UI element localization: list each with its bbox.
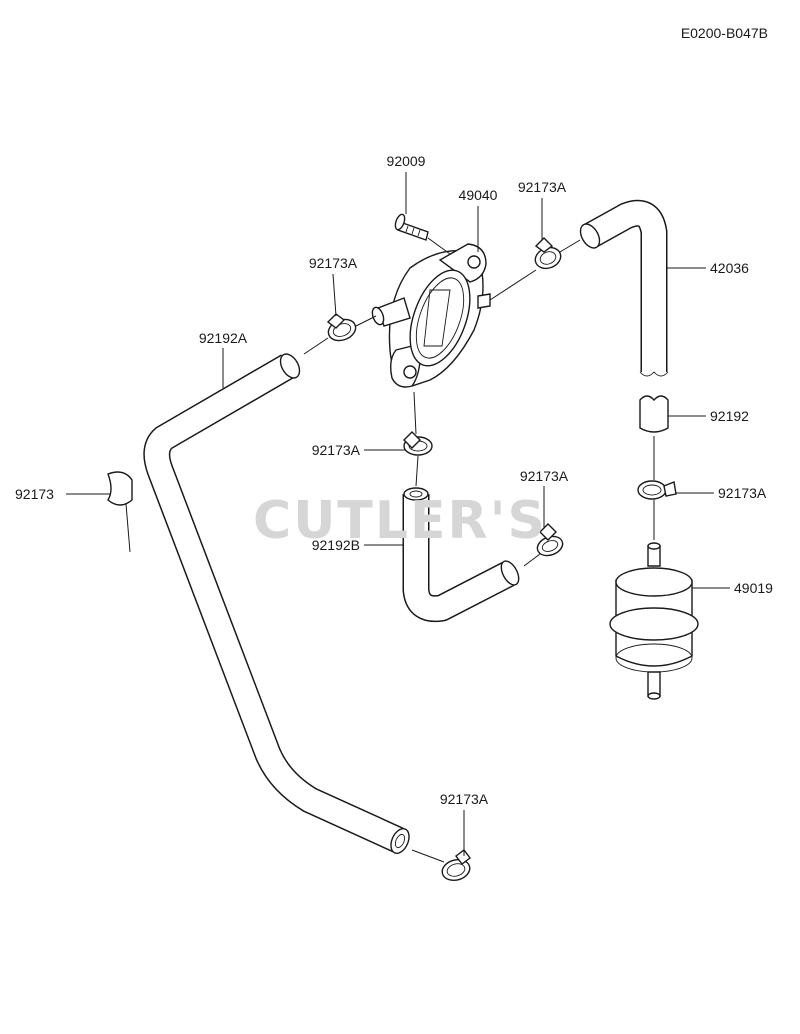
label-tank-hose: 42036 [710,260,749,276]
label-fuel-filter: 49019 [734,580,773,596]
label-clamp-hose-end: 92173A [440,791,489,807]
label-fuel-pump: 49040 [459,187,498,203]
clamp-pump-outlet [534,237,562,270]
fuel-pump-49040 [371,243,491,388]
leader-lines [66,172,730,856]
watermark: CUTLER'S [253,491,547,551]
label-clamp-pump-bottom: 92173A [312,442,361,458]
label-long-hose: 92192A [199,330,248,346]
clamp-pump-inlet [326,313,357,342]
clamp-hose-end [441,849,471,882]
elbow-hose-92192b [402,487,520,623]
short-hose-92192 [639,395,669,433]
label-clamp-pump-outlet: 92173A [518,179,567,195]
label-clamp-filter: 92173A [718,485,767,501]
clamp-pump-bottom [403,431,433,456]
label-clamp-pump-inlet: 92173A [309,255,358,271]
clamp-filter [637,480,677,500]
label-clip: 92173 [15,486,54,502]
diagram-code: E0200-B047B [681,25,768,41]
fuel-filter-49019 [609,542,699,700]
screw-92009 [394,213,429,241]
long-hose-92192a [143,353,410,855]
label-short-hose: 92192 [710,408,749,424]
alignment-lines [303,237,655,863]
label-elbow-hose: 92192B [312,537,360,553]
label-clamp-elbow-end: 92173A [520,468,569,484]
clip-92173 [107,471,133,553]
tank-hose-42036 [579,199,669,377]
label-screw: 92009 [387,153,426,169]
